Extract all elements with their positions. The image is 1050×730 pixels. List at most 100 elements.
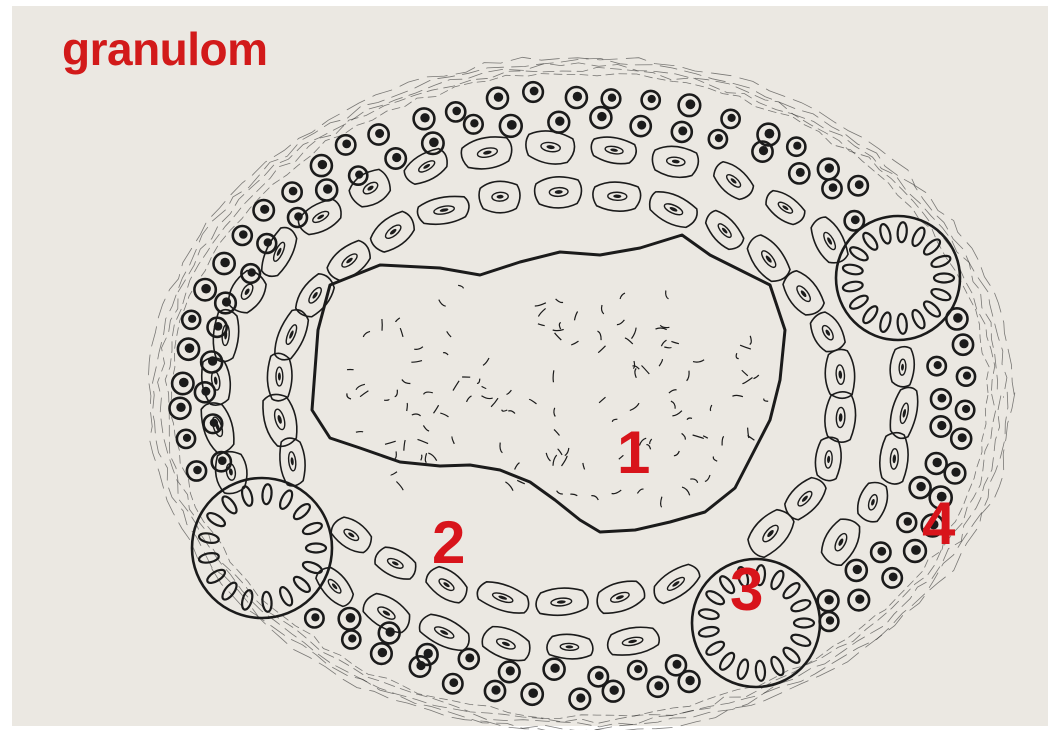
lymphocyte	[953, 335, 973, 355]
debris-fragment	[443, 353, 448, 355]
lymphocyte	[178, 339, 199, 360]
lymphocyte-nucleus	[239, 230, 248, 239]
lymphocyte-nucleus	[595, 671, 604, 680]
epithelioid-cell	[478, 180, 521, 214]
lymphocyte	[642, 91, 660, 109]
lymphocyte-nucleus	[188, 315, 196, 323]
lymphocyte-nucleus	[193, 466, 202, 475]
lymphocyte	[283, 183, 302, 202]
debris-fragment	[682, 487, 690, 495]
lymphocyte	[379, 623, 400, 644]
debris-fragment	[412, 414, 421, 416]
lymphocyte-ring	[170, 82, 976, 709]
lymphocyte-nucleus	[959, 339, 968, 348]
epithelioid-cell	[474, 577, 532, 618]
lymphocyte	[443, 674, 462, 693]
peripheral-nucleus	[736, 658, 750, 680]
peripheral-nucleus	[220, 580, 239, 601]
peripheral-nucleus	[198, 552, 219, 565]
lymphocyte-nucleus	[824, 595, 833, 604]
epithelioid-cell	[459, 133, 515, 173]
lymphocyte-nucleus	[346, 613, 356, 623]
lymphocyte	[288, 208, 307, 227]
debris-fragment	[671, 341, 679, 343]
peripheral-nucleus	[205, 511, 227, 529]
peripheral-nucleus	[262, 591, 273, 612]
lymphocyte	[342, 630, 360, 648]
epithelioid-cell	[592, 181, 641, 212]
lymphocyte	[818, 159, 839, 180]
lymphocyte	[679, 95, 701, 117]
peripheral-nucleus	[704, 639, 726, 657]
debris-fragment	[553, 329, 564, 330]
debris-fragment	[491, 398, 498, 407]
debris-fragment	[661, 340, 666, 346]
debris-fragment	[575, 312, 578, 321]
nucleus-core	[546, 145, 555, 150]
peripheral-nucleus	[910, 226, 927, 248]
peripheral-nucleus	[755, 660, 766, 681]
debris-fragment	[356, 384, 365, 390]
lymphocyte-nucleus	[715, 134, 723, 142]
lymphocyte-nucleus	[829, 183, 838, 192]
lymphocyte	[849, 176, 868, 195]
debris-fragment	[546, 453, 550, 461]
lymphocyte	[204, 415, 223, 434]
peripheral-nucleus	[262, 484, 273, 505]
epithelioid-cell	[312, 562, 359, 610]
peripheral-nucleus	[704, 589, 726, 607]
epithelioid-cell	[708, 157, 758, 205]
debris-fragment	[671, 401, 675, 409]
nucleus-core	[565, 645, 573, 648]
lymphocyte	[946, 308, 967, 329]
page-title: granulom	[62, 22, 268, 76]
lymphocyte-nucleus	[465, 653, 474, 662]
lymphocyte	[926, 453, 947, 474]
lymphocyte	[417, 644, 438, 665]
nucleus-core	[615, 594, 624, 600]
lymphocyte	[459, 649, 479, 669]
lymphocyte-nucleus	[933, 458, 942, 467]
epithelioid-cell	[213, 449, 250, 495]
epithelioid-cell	[345, 164, 396, 213]
lymphocyte	[544, 659, 565, 680]
lymphocyte-nucleus	[686, 99, 696, 109]
epithelioid-cell	[761, 186, 809, 229]
lymphocyte-nucleus	[826, 616, 834, 624]
lymphocyte	[666, 655, 686, 675]
peripheral-nucleus	[205, 567, 227, 585]
epithelioid-cell	[593, 576, 648, 618]
lymphocyte-nucleus	[953, 313, 963, 323]
lymphocyte-nucleus	[934, 361, 942, 369]
peripheral-nucleus	[848, 293, 870, 311]
capsule-line	[165, 67, 995, 723]
lymphocyte-nucleus	[877, 547, 886, 556]
epithelioid-cell	[889, 346, 915, 388]
debris-fragment	[414, 347, 423, 350]
lymphocyte	[212, 452, 231, 471]
lymphocyte-nucleus	[962, 405, 970, 413]
epithelioid-cell	[416, 193, 472, 229]
debris-fragment	[395, 451, 397, 458]
lymphocyte-nucleus	[311, 613, 319, 621]
peripheral-nucleus	[848, 245, 870, 263]
debris-fragment	[669, 390, 677, 393]
debris-fragment	[555, 333, 562, 340]
debris-fragment	[347, 393, 351, 399]
lymphocyte-nucleus	[222, 297, 231, 306]
peripheral-nucleus	[698, 626, 719, 639]
lymphocyte	[931, 389, 951, 409]
lymphocyte-nucleus	[386, 627, 395, 636]
epithelioid-cell	[741, 230, 795, 288]
debris-fragment	[664, 347, 671, 348]
lymphocyte-nucleus	[853, 565, 862, 574]
debris-fragment	[418, 439, 429, 443]
debris-fragment	[656, 328, 667, 330]
peripheral-nucleus	[878, 311, 892, 333]
debris-fragment	[666, 291, 669, 299]
lymphocyte-nucleus	[597, 112, 606, 121]
debris-fragment	[703, 436, 708, 438]
nucleus-core	[610, 148, 618, 152]
debris-fragment	[507, 390, 512, 394]
debris-fragment	[425, 453, 426, 463]
